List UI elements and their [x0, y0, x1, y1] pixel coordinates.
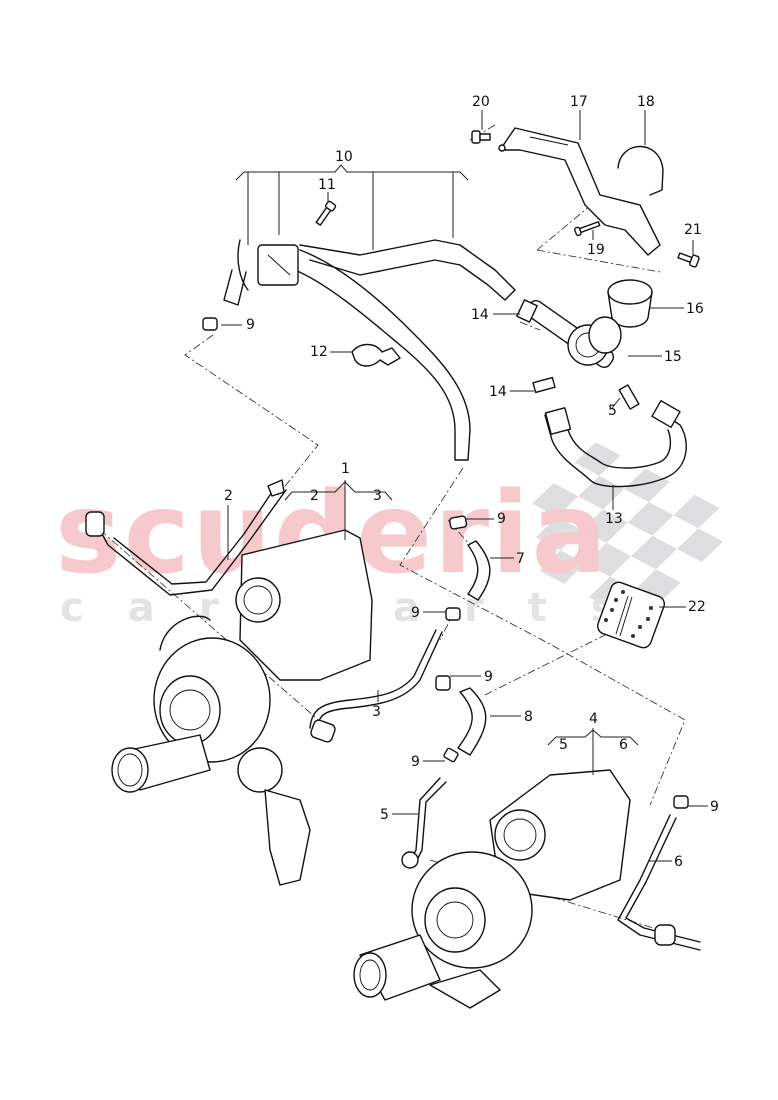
callout-9[interactable]: 9 — [411, 754, 420, 770]
mounting-bracket-part-17 — [498, 127, 661, 256]
callout-5[interactable]: 5 — [380, 807, 389, 823]
callout-14[interactable]: 14 — [471, 307, 489, 323]
callout-22[interactable]: 22 — [688, 599, 706, 615]
callout-3[interactable]: 3 — [373, 488, 382, 504]
callout-13[interactable]: 13 — [605, 511, 623, 527]
callout-9[interactable]: 9 — [710, 799, 719, 815]
bolt-part-21 — [677, 252, 700, 268]
retaining-clip-part-14b — [532, 376, 556, 394]
callout-7[interactable]: 7 — [516, 551, 525, 567]
callout-19[interactable]: 19 — [587, 242, 605, 258]
callout-11[interactable]: 11 — [318, 177, 336, 193]
coolant-line-part-3 — [309, 629, 443, 743]
coolant-hose-part-13 — [544, 400, 687, 488]
callout-6[interactable]: 6 — [619, 737, 628, 753]
turbocharger-part-4 — [353, 769, 631, 1009]
bolt-part-19 — [574, 221, 601, 237]
oil-line-part-2 — [85, 479, 287, 596]
callout-18[interactable]: 18 — [637, 94, 655, 110]
callout-2[interactable]: 2 — [224, 488, 233, 504]
callout-17[interactable]: 17 — [570, 94, 588, 110]
hose-part-8 — [457, 687, 487, 756]
oil-line-part-6 — [617, 814, 701, 951]
callout-15[interactable]: 15 — [664, 349, 682, 365]
callout-8[interactable]: 8 — [524, 709, 533, 725]
heat-shield-part-22 — [597, 581, 665, 649]
callout-3[interactable]: 3 — [372, 704, 381, 720]
callout-9[interactable]: 9 — [497, 511, 506, 527]
callout-21[interactable]: 21 — [684, 222, 702, 238]
bolt-part-11 — [315, 200, 337, 226]
callout-10[interactable]: 10 — [335, 149, 353, 165]
callout-9[interactable]: 9 — [246, 317, 255, 333]
clip-part-5 — [618, 384, 640, 410]
bolt-part-20 — [471, 130, 491, 144]
pump-clamp-part-18 — [617, 145, 664, 196]
callout-4[interactable]: 4 — [589, 711, 598, 727]
callout-9[interactable]: 9 — [411, 605, 420, 621]
coolant-hose-part-10 — [223, 239, 516, 461]
auxiliary-pump-part-15 — [525, 299, 622, 369]
hose-clips-part-9 — [202, 317, 689, 809]
callout-16[interactable]: 16 — [686, 301, 704, 317]
bracket-clip-part-12 — [351, 343, 401, 367]
callout-20[interactable]: 20 — [472, 94, 490, 110]
callout-6[interactable]: 6 — [674, 854, 683, 870]
callout-2[interactable]: 2 — [310, 488, 319, 504]
coolant-line-part-5 — [401, 777, 447, 869]
callout-5[interactable]: 5 — [559, 737, 568, 753]
hose-part-7 — [467, 540, 491, 601]
retaining-clip-part-14a — [516, 299, 538, 323]
callout-1[interactable]: 1 — [341, 461, 350, 477]
callout-14[interactable]: 14 — [489, 384, 507, 400]
callout-9[interactable]: 9 — [484, 669, 493, 685]
leader-lines — [221, 110, 708, 862]
callout-12[interactable]: 12 — [310, 344, 328, 360]
callout-5[interactable]: 5 — [608, 403, 617, 419]
turbocharger-part-1 — [111, 529, 373, 886]
